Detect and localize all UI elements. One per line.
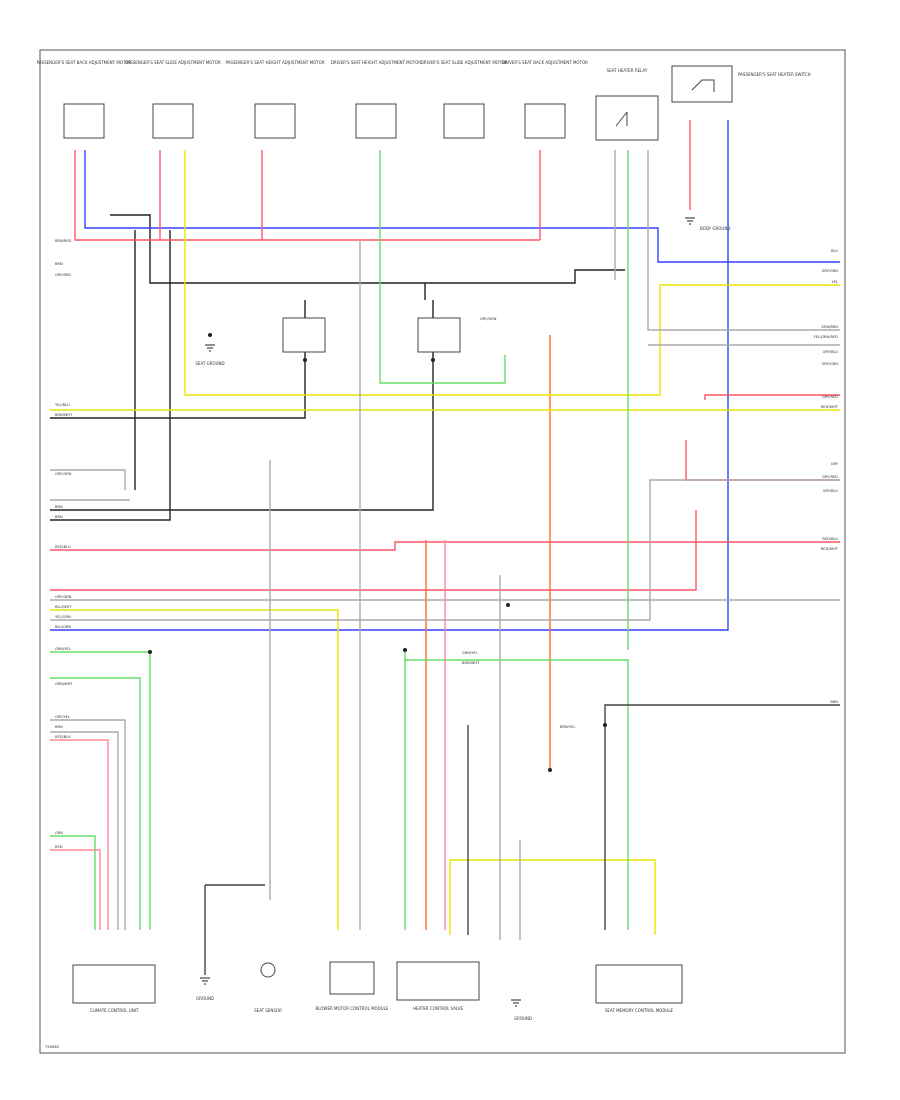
bottom-component-heater-control-valve: HEATER CONTROL VALVE bbox=[396, 961, 480, 1011]
wiring-harness bbox=[50, 120, 840, 975]
wire-label: RED/BLK bbox=[55, 735, 71, 739]
component-label: DRIVER'S SEAT BACK ADJUSTMENT MOTOR bbox=[502, 60, 588, 65]
wire-label: RED/BLU bbox=[822, 537, 838, 541]
splice-label: BRN/YEL bbox=[560, 725, 575, 729]
wire-label: YEL/GRN bbox=[55, 615, 71, 619]
bottom-component-blower-motor-module: BLOWER MOTOR CONTROL MODULE bbox=[316, 961, 389, 1011]
wire-label: BRN bbox=[55, 262, 63, 266]
wire-label: GRY/GRN bbox=[822, 362, 839, 366]
body-ground-symbol: BODY GROUND bbox=[685, 217, 730, 231]
wire-label: YEL/BLU bbox=[55, 403, 70, 407]
wire-label: RED/WHT bbox=[821, 547, 839, 551]
component-label: SEAT HEATER RELAY bbox=[607, 68, 648, 73]
diagram-border bbox=[39, 49, 846, 1054]
seat-ground-symbol: SEAT GROUND bbox=[195, 344, 225, 366]
bottom-component-seat-memory-module: SEAT MEMORY CONTROL MODULE bbox=[595, 964, 683, 1013]
top-component-driver-seat-height-motor: DRIVER'S SEAT HEIGHT ADJUSTMENT MOTOR bbox=[331, 60, 422, 139]
wire-label: GRY/RED bbox=[55, 273, 71, 277]
wire-label: GRY bbox=[831, 462, 839, 466]
top-component-passenger-seat-slide-motor: PASSENGER'S SEAT SLIDE ADJUSTMENT MOTOR bbox=[125, 60, 221, 139]
top-component-driver-seat-back-motor: DRIVER'S SEAT BACK ADJUSTMENT MOTOR bbox=[502, 60, 588, 139]
wire-label: GRY/GRN bbox=[55, 472, 72, 476]
wire-label: BLU/GRN bbox=[55, 625, 71, 629]
wire-label: GRY/RED bbox=[822, 475, 838, 479]
component-label: DRIVER'S SEAT HEIGHT ADJUSTMENT MOTOR bbox=[331, 60, 422, 65]
bottom-component-ground-2: GROUND bbox=[511, 999, 532, 1021]
bottom-component-ground: GROUND bbox=[196, 977, 214, 1001]
top-component-driver-seat-slide-motor: DRIVER'S SEAT SLIDE ADJUSTMENT MOTOR bbox=[421, 60, 508, 139]
component-label: HEATER CONTROL VALVE bbox=[413, 1006, 464, 1011]
wire-label: BRN bbox=[55, 505, 63, 509]
wire-label: BRN/WHT bbox=[55, 413, 73, 417]
top-component-passenger-seat-height-motor: PASSENGER'S SEAT HEIGHT ADJUSTMENT MOTOR bbox=[225, 60, 325, 139]
wire-label: BRN bbox=[55, 725, 63, 729]
splice-label: BRN/WHT bbox=[462, 661, 480, 665]
wire-label: GRY/GRN bbox=[822, 269, 839, 273]
wire-label: GRY/BLU bbox=[823, 489, 839, 493]
ground-label: BODY GROUND bbox=[700, 226, 730, 231]
component-label: PASSENGER'S SEAT SLIDE ADJUSTMENT MOTOR bbox=[125, 60, 221, 65]
wire-label: YEL/GRN/RED bbox=[814, 335, 839, 339]
ground-label: SEAT GROUND bbox=[195, 361, 224, 366]
top-component-passenger-seat-heater-switch: PASSENGER'S SEAT HEATER SWITCH bbox=[671, 65, 811, 103]
wire-label: GRN/WHT bbox=[55, 682, 73, 686]
top-component-seat-heater-relay: SEAT HEATER RELAY bbox=[595, 68, 659, 141]
left-wire-labels: BRN/RED BRN GRY/RED YEL/BLU BRN/WHT GRY/… bbox=[55, 239, 73, 849]
wire-label: RED/WHT bbox=[821, 405, 839, 409]
diagram-code: T28638 bbox=[44, 1045, 59, 1049]
component-label: PASSENGER'S SEAT HEIGHT ADJUSTMENT MOTOR bbox=[225, 60, 324, 65]
top-component-passenger-seat-back-motor: PASSENGER'S SEAT BACK ADJUSTMENT MOTOR bbox=[37, 60, 132, 139]
wire-label: BRN/RED bbox=[55, 239, 72, 243]
wire-label: GRY/GRN bbox=[55, 595, 72, 599]
component-label: BLOWER MOTOR CONTROL MODULE bbox=[316, 1006, 389, 1011]
component-label: DRIVER'S SEAT SLIDE ADJUSTMENT MOTOR bbox=[421, 60, 508, 65]
component-label: CLIMATE CONTROL UNIT bbox=[90, 1008, 139, 1013]
bottom-component-seat-sensor: SEAT SENSOR bbox=[254, 962, 282, 1013]
connector-nodes bbox=[148, 317, 607, 772]
wire-label: YEL bbox=[832, 280, 838, 284]
wire-label: GRN/BRN bbox=[821, 325, 838, 329]
wire-label: GRY/BLU bbox=[823, 350, 839, 354]
wire-label: BRN bbox=[830, 700, 838, 704]
component-label: PASSENGER'S SEAT HEATER SWITCH bbox=[738, 72, 811, 77]
splice-label: GRN/YEL bbox=[462, 651, 478, 655]
wire-label: GRN/YEL bbox=[55, 647, 71, 651]
component-label: GROUND bbox=[514, 1016, 532, 1021]
component-label: GROUND bbox=[196, 996, 214, 1001]
wire-label: GRY/RED bbox=[822, 395, 838, 399]
wire-label: GRN bbox=[55, 831, 63, 835]
wire-label: BLU bbox=[831, 249, 838, 253]
bottom-component-climate-control-unit: CLIMATE CONTROL UNIT bbox=[72, 964, 156, 1013]
wire-label: BRN bbox=[55, 515, 63, 519]
wire-label: RED bbox=[55, 845, 63, 849]
component-label: SEAT SENSOR bbox=[254, 1008, 282, 1013]
splice-label: GRY/GRN bbox=[480, 317, 497, 321]
wire-label: GRY/YEL bbox=[55, 715, 70, 719]
wire-label: RED/BLU bbox=[55, 545, 71, 549]
right-wire-labels: BLU GRY/GRN YEL GRN/BRN YEL/GRN/RED GRY/… bbox=[814, 249, 839, 704]
component-label: SEAT MEMORY CONTROL MODULE bbox=[605, 1008, 674, 1013]
wire-label: BLU/WHT bbox=[55, 605, 72, 609]
component-label: PASSENGER'S SEAT BACK ADJUSTMENT MOTOR bbox=[37, 60, 132, 65]
